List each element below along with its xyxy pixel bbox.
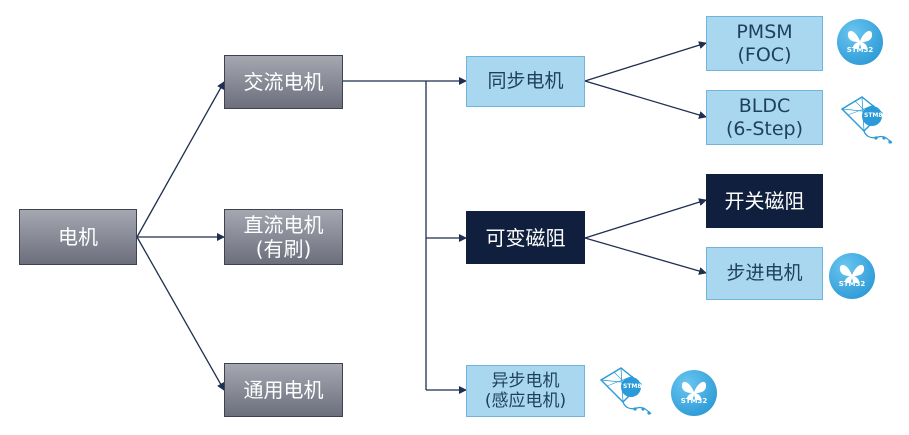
arrow-var-to-switched [584, 198, 707, 239]
node-motor: 电机 [19, 209, 137, 265]
node-pmsm: PMSM (FOC) [706, 16, 823, 71]
node-switched-reluctance: 开关磁阻 [706, 174, 823, 228]
node-bldc-sublabel: (6-Step) [725, 117, 804, 140]
stm8-kite-icon: STM8 [595, 366, 657, 418]
node-dc-motor: 直流电机 (有刷) [224, 209, 343, 265]
arrow-motor-to-ac [136, 81, 225, 238]
node-pmsm-label: PMSM [736, 20, 793, 43]
stm32-badge-label: STM32 [846, 46, 874, 54]
node-ac-motor-label: 交流电机 [243, 70, 324, 94]
stm32-butterfly-icon: STM32 [671, 370, 717, 416]
arrow-sync-to-pmsm [584, 41, 707, 82]
node-async-motor-sublabel: (感应电机) [484, 391, 567, 411]
node-dc-motor-label: 直流电机 [243, 213, 324, 237]
stm8-kite-label: STM8 [623, 383, 642, 390]
node-variable-reluctance: 可变磁阻 [466, 211, 585, 264]
stm32-butterfly-icon: STM32 [829, 253, 875, 299]
node-sync-motor-label: 同步电机 [487, 70, 564, 93]
node-switched-reluctance-label: 开关磁阻 [724, 189, 805, 213]
stm32-badge-label: STM32 [680, 397, 708, 405]
node-sync-motor: 同步电机 [466, 56, 585, 107]
node-motor-label: 电机 [58, 225, 98, 249]
node-stepper-motor: 步进电机 [706, 247, 823, 300]
node-variable-reluctance-label: 可变磁阻 [485, 225, 566, 250]
node-async-motor: 异步电机 (感应电机) [466, 365, 585, 417]
node-universal-motor: 通用电机 [224, 363, 343, 417]
stm32-badge-label: STM32 [838, 280, 866, 288]
stm8-kite-label: STM8 [864, 112, 883, 119]
node-bldc-label: BLDC [738, 94, 791, 117]
arrow-motor-to-universal [136, 236, 225, 391]
node-pmsm-sublabel: (FOC) [737, 43, 792, 66]
node-async-motor-label: 异步电机 [491, 370, 560, 391]
arrow-sync-to-bldc [584, 80, 707, 119]
node-stepper-motor-label: 步进电机 [726, 262, 803, 285]
node-dc-motor-sublabel: (有刷) [255, 237, 312, 261]
node-universal-motor-label: 通用电机 [243, 378, 324, 402]
node-ac-motor: 交流电机 [224, 55, 343, 109]
stm8-kite-icon: STM8 [836, 95, 898, 147]
arrow-var-to-stepper [584, 237, 707, 275]
node-bldc: BLDC (6-Step) [706, 90, 823, 145]
stm32-butterfly-icon: STM32 [837, 19, 883, 65]
